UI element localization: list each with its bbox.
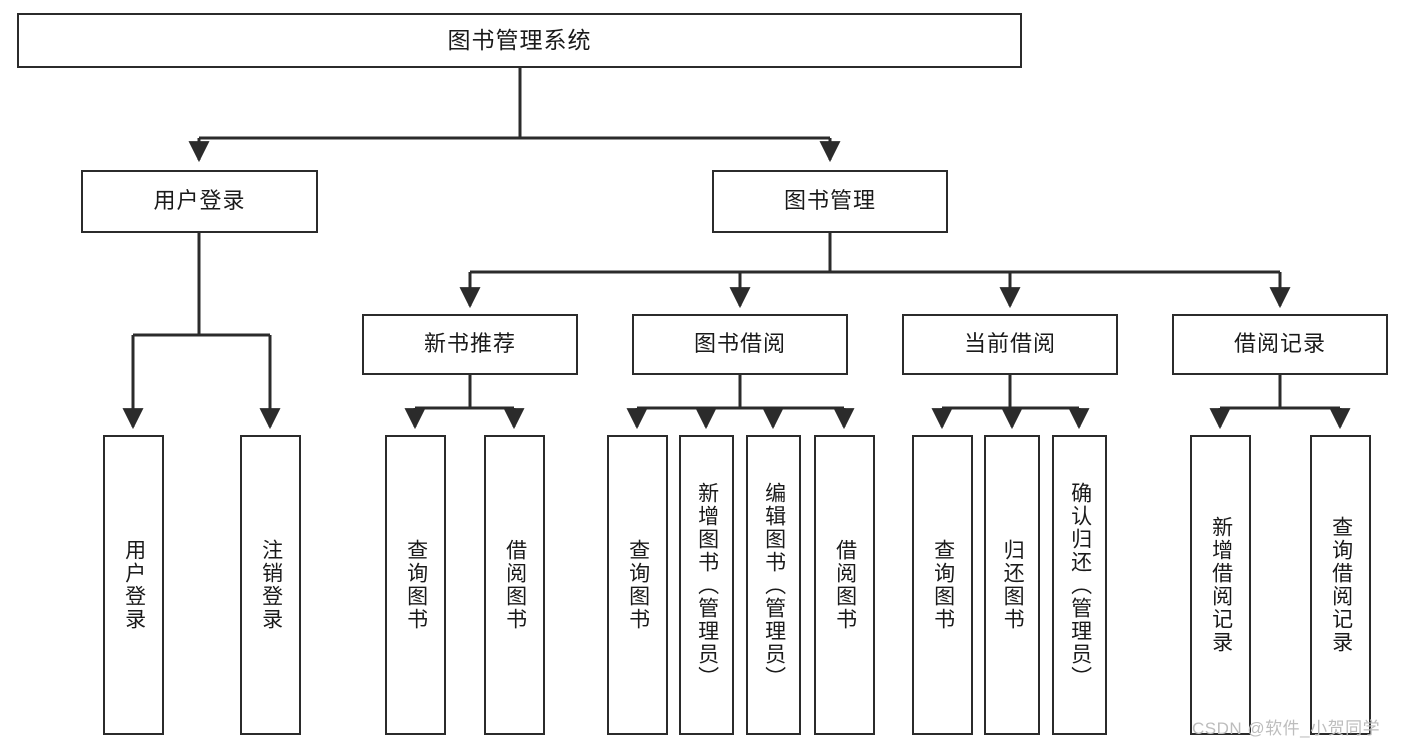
node-leaf-8[interactable]: 查询图书	[912, 435, 973, 735]
node-leaf-5[interactable]: 新增图书（管理员）	[679, 435, 734, 735]
node-leaf-9[interactable]: 归还图书	[984, 435, 1040, 735]
node-level2-0[interactable]: 用户登录	[81, 170, 318, 233]
node-leaf-1[interactable]: 注销登录	[240, 435, 301, 735]
node-level2-1[interactable]: 图书管理	[712, 170, 948, 233]
node-level3-1[interactable]: 图书借阅	[632, 314, 848, 375]
node-leaf-11[interactable]: 新增借阅记录	[1190, 435, 1251, 735]
node-level3-3[interactable]: 借阅记录	[1172, 314, 1388, 375]
node-leaf-7[interactable]: 借阅图书	[814, 435, 875, 735]
node-leaf-0[interactable]: 用户登录	[103, 435, 164, 735]
node-leaf-10[interactable]: 确认归还（管理员）	[1052, 435, 1107, 735]
node-root[interactable]: 图书管理系统	[17, 13, 1022, 68]
watermark: CSDN @软件_小贺同学	[1192, 719, 1381, 738]
node-level3-2[interactable]: 当前借阅	[902, 314, 1118, 375]
node-leaf-4[interactable]: 查询图书	[607, 435, 668, 735]
node-leaf-2[interactable]: 查询图书	[385, 435, 446, 735]
node-leaf-3[interactable]: 借阅图书	[484, 435, 545, 735]
node-leaf-6[interactable]: 编辑图书（管理员）	[746, 435, 801, 735]
node-level3-0[interactable]: 新书推荐	[362, 314, 578, 375]
node-leaf-12[interactable]: 查询借阅记录	[1310, 435, 1371, 735]
